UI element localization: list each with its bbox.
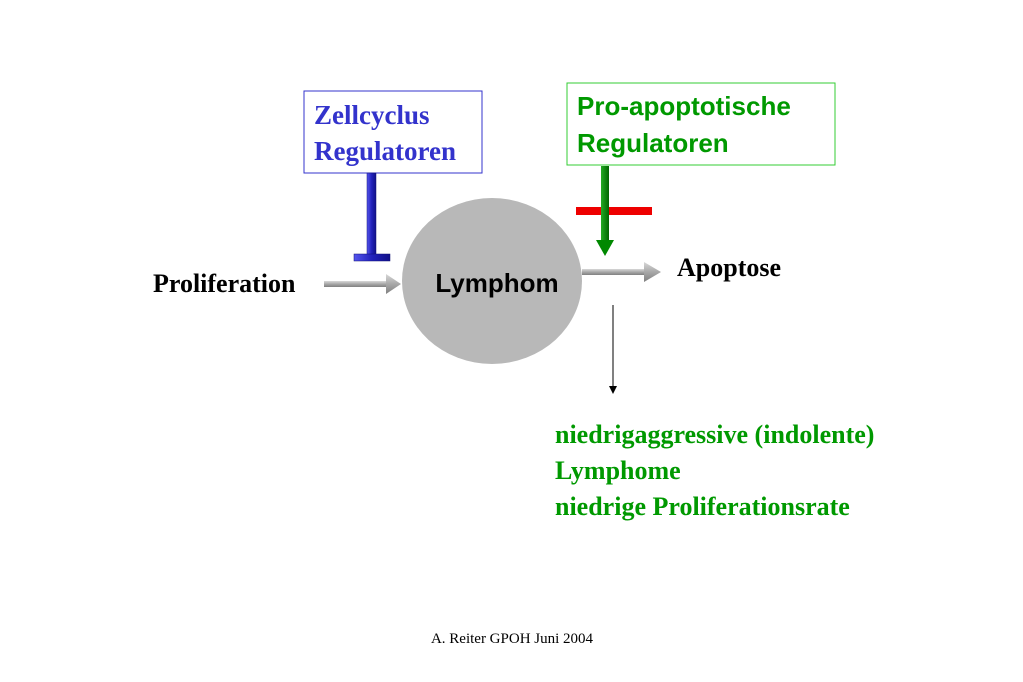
pro-apoptotische-label-line2: Regulatoren [577,128,729,158]
lymphom-circle [402,198,582,364]
zellcyclus-box [303,90,483,174]
lymphom-to-apoptose-arrow [582,262,661,282]
apoptose-label: Apoptose [677,253,781,282]
gray-arrow-shaft-left [324,281,388,287]
zellcyclus-label-line2: Regulatoren [314,136,456,166]
zellcyclus-label-line1: Zellcyclus [314,100,430,130]
outcome-down-arrow [609,305,617,394]
footer-credit: A. Reiter GPOH Juni 2004 [431,631,594,647]
outcome-line2: Lymphome [555,456,681,485]
zellcyclus-regulatoren-node: Zellcyclus Regulatoren [303,90,483,174]
blue-stem [366,172,377,256]
lymphom-node: Lymphom [402,198,582,364]
pro-apoptotische-label-line1: Pro-apoptotische [577,91,791,121]
blue-crossbar [353,253,391,262]
zellcyclus-inhibition-connector [353,172,391,262]
green-down-arrow [596,166,614,256]
outcome-line1: niedrigaggressive (indolente) [555,420,874,449]
lymphom-label: Lymphom [435,268,558,298]
gray-arrow-head-right [644,262,661,282]
pro-apoptotische-regulatoren-node: Pro-apoptotische Regulatoren [566,82,836,166]
pro-apoptotische-box [566,82,836,166]
green-arrow-head [596,240,614,256]
proliferation-to-lymphom-arrow [324,274,401,294]
outcome-text-block: niedrigaggressive (indolente) Lymphome n… [555,420,874,521]
red-block-bar [576,207,652,215]
proliferation-label: Proliferation [153,269,296,298]
gray-arrow-head-left [386,274,401,294]
outcome-line3: niedrige Proliferationsrate [555,492,850,521]
gray-arrow-shaft-right [582,269,646,275]
thin-arrow-head [609,386,617,394]
green-arrow-shaft [601,166,609,242]
